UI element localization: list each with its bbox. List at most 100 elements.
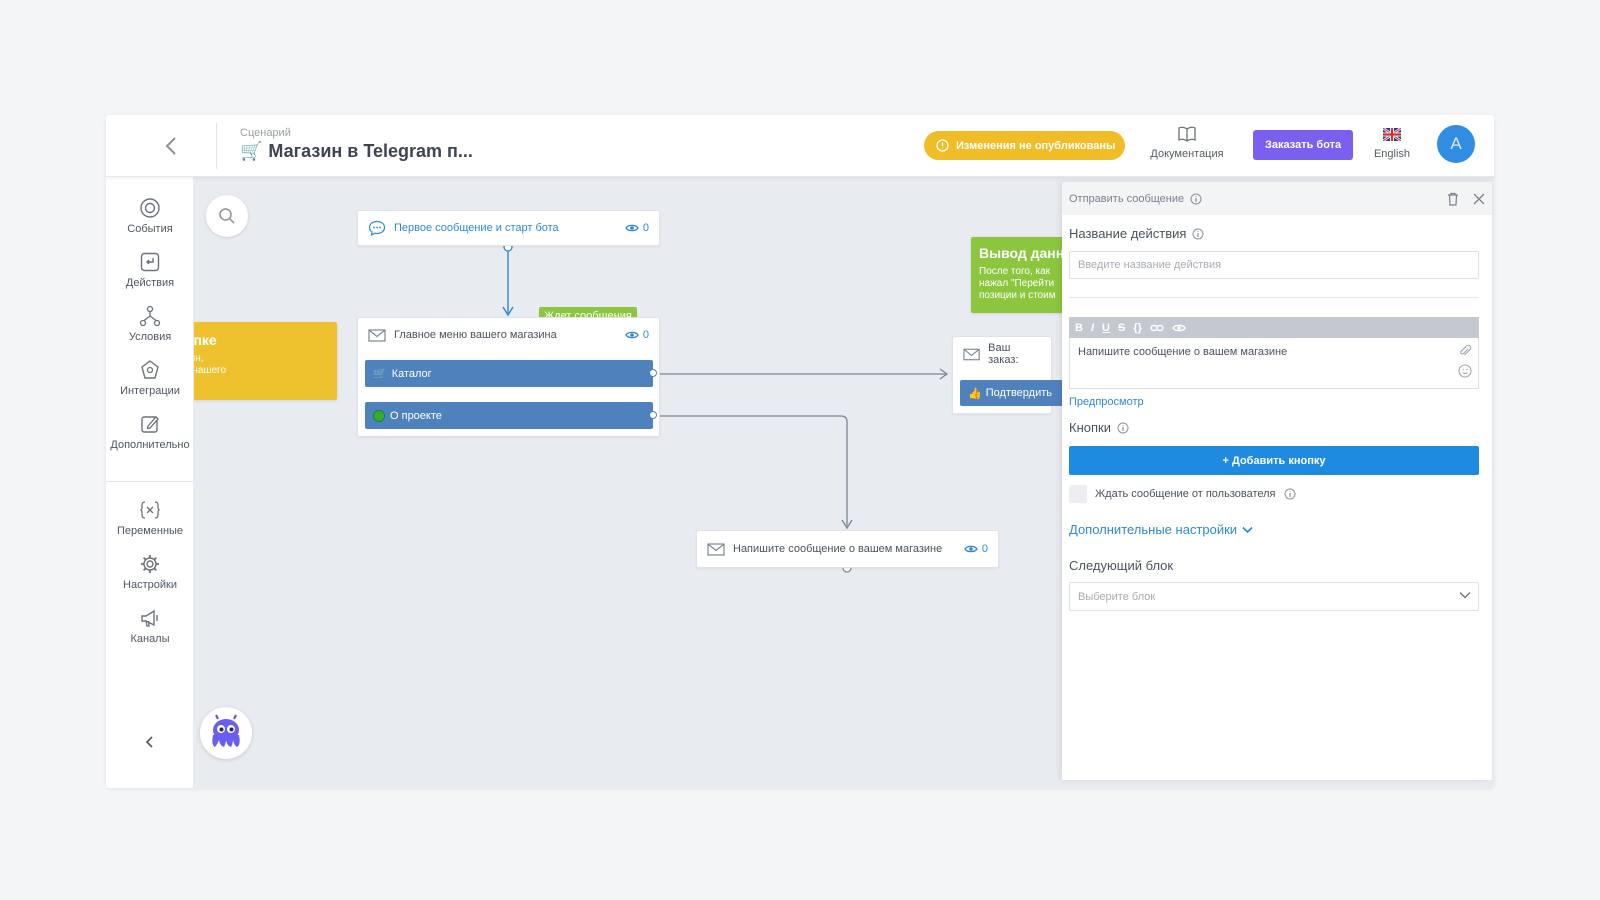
bold-button[interactable]: B [1075, 321, 1083, 334]
next-block-placeholder: Выберите блок [1078, 590, 1156, 603]
order-bot-button[interactable]: Заказать бота [1253, 130, 1354, 160]
note-yellow[interactable]: ин в кнопке жный магазин, енте роста" на… [194, 322, 337, 400]
editor-toolbar: B I U S {} [1069, 317, 1479, 338]
user-avatar[interactable]: A [1437, 125, 1475, 163]
menu-button-label: О проекте [390, 409, 442, 422]
connector-port[interactable] [649, 411, 657, 419]
sidebar-item-label: Переменные [116, 525, 184, 537]
info-icon[interactable] [1117, 422, 1129, 434]
uk-flag-icon [1383, 128, 1401, 141]
menu-button-catalog[interactable]: 🛒 Каталог [365, 360, 657, 387]
confirm-button[interactable]: 👍 Подтвердить [960, 380, 1080, 406]
sidebar-item-events[interactable]: События [106, 197, 194, 235]
info-icon[interactable] [1190, 193, 1202, 205]
warning-text: Изменения не опубликованы [956, 139, 1116, 152]
chevron-down-icon [1459, 592, 1471, 599]
eye-icon [964, 545, 978, 553]
action-panel: Отправить сообщение Название действия Вв… [1062, 182, 1492, 780]
info-icon[interactable] [1192, 228, 1204, 240]
node-main-menu[interactable]: Главное меню вашего магазина 0 🛒 Каталог… [357, 317, 660, 437]
sidebar: События Действия Условия Интеграции Допо… [106, 177, 194, 788]
close-icon[interactable] [1473, 193, 1485, 205]
editor-icons [1458, 344, 1472, 378]
smile-icon[interactable] [1458, 364, 1472, 378]
app-window: Сценарий 🛒 Магазин в Telegram п... Измен… [106, 115, 1494, 788]
canvas-search-button[interactable] [206, 195, 248, 237]
more-settings-label: Дополнительные настройки [1069, 522, 1238, 537]
sidebar-item-settings[interactable]: Настройки [106, 553, 194, 591]
node-header: Ваш заказ: [953, 337, 1051, 371]
views-count: 0 [981, 543, 988, 555]
node-order[interactable]: Ваш заказ: 👍 Подтвердить [952, 336, 1080, 414]
action-name-input[interactable]: Введите название действия [1069, 251, 1479, 279]
sidebar-item-channels[interactable]: Каналы [106, 607, 194, 645]
views-counter: 0 [625, 329, 649, 341]
chat-bubble-icon [368, 220, 386, 236]
sidebar-item-integrations[interactable]: Интеграции [106, 359, 194, 397]
link-icon[interactable] [1150, 323, 1164, 333]
note-line: позиции и стоим [979, 290, 1056, 301]
menu-button-label: Каталог [391, 367, 432, 380]
preview-link[interactable]: Предпросмотр [1069, 396, 1144, 408]
chevron-down-icon [1242, 526, 1253, 533]
sidebar-collapse-button[interactable] [138, 730, 162, 754]
sidebar-item-label: Интеграции [120, 385, 180, 397]
gear-icon [141, 555, 159, 573]
connector-port[interactable] [649, 369, 657, 377]
branch-icon [139, 305, 161, 327]
back-button[interactable] [156, 131, 186, 161]
sidebar-item-actions[interactable]: Действия [106, 251, 194, 289]
docs-link[interactable]: Документация [1146, 125, 1228, 160]
confirm-button-label: Подтвердить [985, 387, 1052, 399]
assistant-mascot-button[interactable] [200, 707, 252, 759]
trash-icon[interactable] [1447, 192, 1459, 206]
menu-button-about[interactable]: О проекте [365, 402, 657, 429]
code-button[interactable]: {} [1133, 321, 1142, 334]
node-title: Напишите сообщение о вашем магазине [733, 543, 943, 555]
sidebar-item-label: Каналы [130, 633, 170, 645]
sidebar-item-extra[interactable]: Дополнительно [106, 413, 194, 451]
megaphone-icon [141, 609, 158, 627]
unpublished-warning[interactable]: Изменения не опубликованы [924, 131, 1126, 160]
note-title: Вывод данн [979, 245, 1065, 261]
italic-button[interactable]: I [1090, 321, 1095, 334]
cart-icon: 🛒 [373, 368, 387, 380]
views-count: 0 [642, 329, 649, 341]
sidebar-item-label: Настройки [123, 579, 177, 591]
node-header: Напишите сообщение о вашем магазине 0 [697, 531, 998, 567]
node-header: Первое сообщение и старт бота 0 [358, 211, 659, 245]
add-button-button[interactable]: + Добавить кнопку [1069, 446, 1479, 475]
underline-button[interactable]: U [1102, 321, 1110, 334]
more-settings-toggle[interactable]: Дополнительные настройки [1069, 522, 1253, 537]
eye-icon[interactable] [1172, 323, 1186, 333]
node-header: Главное меню вашего магазина 0 [358, 318, 659, 352]
scenario-title[interactable]: 🛒 Магазин в Telegram п... [240, 141, 473, 162]
next-block-label-text: Следующий блок [1069, 558, 1174, 573]
buttons-label: Кнопки [1069, 420, 1129, 435]
warning-icon [936, 139, 949, 152]
sidebar-item-conditions[interactable]: Условия [106, 305, 194, 343]
language-switch[interactable]: English [1370, 127, 1414, 160]
sidebar-item-label: Дополнительно [110, 439, 190, 451]
info-icon[interactable] [1284, 488, 1296, 500]
action-name-label: Название действия [1069, 226, 1204, 241]
action-icon [140, 252, 160, 272]
sidebar-item-variables[interactable]: Переменные [106, 499, 194, 537]
edit-icon [141, 416, 159, 433]
wait-message-checkbox[interactable] [1069, 485, 1087, 503]
chevron-left-icon [165, 137, 176, 155]
paperclip-icon[interactable] [1458, 344, 1472, 358]
panel-header: Отправить сообщение [1062, 182, 1492, 215]
language-label: English [1373, 148, 1411, 160]
node-start[interactable]: Первое сообщение и старт бота 0 [357, 210, 660, 246]
next-block-select[interactable]: Выберите блок [1069, 582, 1479, 611]
sidebar-item-label: Действия [125, 277, 175, 289]
target-icon [140, 198, 160, 218]
buttons-label-text: Кнопки [1069, 420, 1111, 435]
node-write-message[interactable]: Напишите сообщение о вашем магазине 0 [696, 530, 999, 568]
note-line: нажал "Перейти [979, 278, 1055, 289]
message-editor[interactable]: Напишите сообщение о вашем магазине [1069, 338, 1479, 389]
book-icon [1178, 126, 1196, 142]
strike-button[interactable]: S [1117, 321, 1126, 334]
envelope-icon [368, 328, 386, 342]
